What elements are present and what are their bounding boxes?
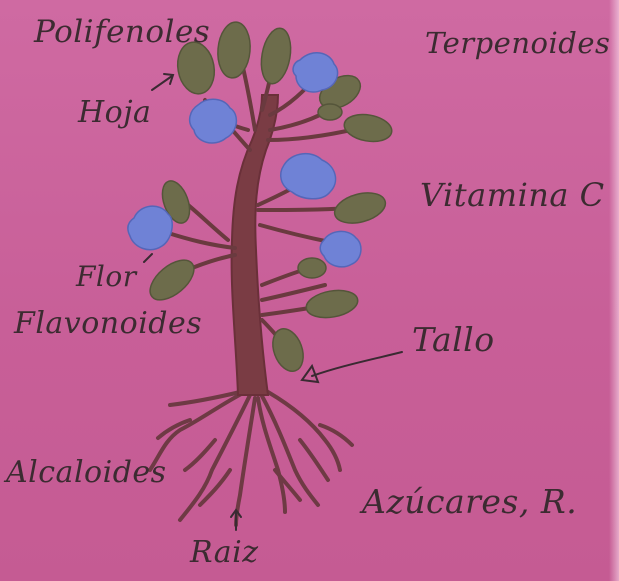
arrow-flor — [143, 253, 153, 263]
flower — [188, 98, 238, 144]
leaf — [149, 259, 195, 301]
label-tallo: Tallo — [412, 320, 495, 359]
leaves — [149, 21, 393, 372]
arrow-hoja-head — [163, 73, 175, 85]
label-hoja: Hoja — [78, 95, 152, 130]
label-azucares: Azúcares, R. — [362, 482, 578, 521]
leaf — [343, 113, 393, 143]
label-vitamina-c: Vitamina C — [420, 176, 605, 214]
arrow-tallo-head — [300, 363, 320, 384]
arrow-tallo — [311, 351, 403, 377]
leaf — [305, 289, 359, 319]
roots — [148, 390, 354, 527]
label-terpenoides: Terpenoides — [425, 26, 611, 60]
leaf — [297, 257, 327, 279]
label-polifenoles: Polifenoles — [34, 14, 211, 50]
leaf — [161, 180, 191, 224]
leaf — [260, 27, 292, 85]
flower — [292, 52, 339, 93]
leaf — [176, 41, 216, 95]
flower — [279, 153, 337, 200]
leaf — [317, 103, 343, 121]
leaf — [333, 192, 387, 224]
leaf — [272, 328, 304, 372]
arrow-hoja — [151, 75, 173, 91]
label-flor: Flor — [76, 260, 137, 293]
label-flavonoides: Flavonoides — [14, 306, 203, 341]
arrows — [143, 73, 403, 531]
paper-edge — [609, 0, 619, 581]
stem — [230, 94, 280, 396]
flower — [319, 230, 362, 268]
label-raiz: Raiz — [190, 535, 259, 570]
flowers — [127, 52, 362, 268]
flower — [127, 205, 174, 251]
arrow-raiz-head — [230, 508, 242, 518]
leaf — [217, 21, 251, 79]
label-alcaloides: Alcaloides — [6, 455, 167, 490]
